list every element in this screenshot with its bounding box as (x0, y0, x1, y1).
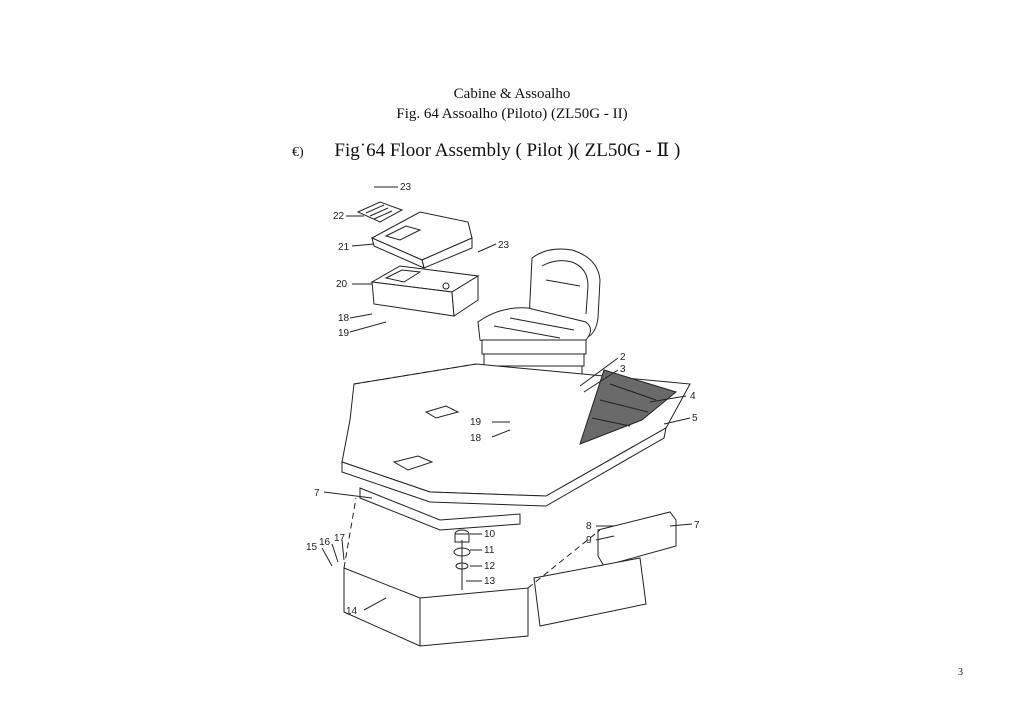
callout-17: 17 (334, 533, 346, 544)
callout-18-console: 18 (338, 313, 350, 324)
callout-2: 2 (620, 352, 626, 363)
subtitle-portuguese: Fig. 64 Assoalho (Piloto) (ZL50G - II) (396, 106, 628, 122)
callout-10: 10 (484, 529, 496, 540)
leader-lines (321, 186, 693, 611)
callout-23-lid: 23 (498, 240, 510, 251)
callout-15: 15 (306, 542, 318, 553)
callout-3: 3 (620, 364, 626, 375)
callout-22: 22 (333, 211, 345, 222)
callout-9: 9 (586, 535, 592, 546)
callout-14: 14 (346, 606, 358, 617)
figure-caption: €) Fig˙64 Floor Assembly ( Pilot )( ZL50… (292, 139, 680, 162)
callout-13: 13 (484, 576, 496, 587)
callout-18-seat: 18 (470, 433, 482, 444)
part-4-floor-mat (579, 369, 678, 445)
title-portuguese: Cabine & Assoalho (453, 86, 571, 102)
callout-8: 8 (586, 521, 592, 532)
callout-5: 5 (692, 413, 698, 424)
part-20-console-box (370, 265, 480, 317)
callout-4: 4 (690, 391, 696, 402)
part-22-cover (356, 201, 404, 223)
callout-16: 16 (319, 537, 331, 548)
callout-19-console: 19 (338, 328, 350, 339)
callout-21: 21 (338, 242, 350, 253)
header: Cabine & Assoalho Fig. 64 Assoalho (Pilo… (0, 84, 1024, 124)
mount-stack (453, 529, 471, 590)
caption-mark: €) (292, 145, 304, 160)
part-14-lower-frame (343, 497, 647, 647)
page-number: 3 (958, 667, 963, 678)
callout-11: 11 (484, 545, 495, 556)
callout-20: 20 (336, 279, 348, 290)
callout-12: 12 (484, 561, 496, 572)
callout-7-right: 7 (694, 520, 700, 531)
callout-7-left: 7 (314, 488, 320, 499)
part-21-console-lid (370, 211, 473, 269)
part-7-side-panels (359, 487, 677, 567)
callout-23-top: 23 (400, 182, 412, 193)
caption-text: Fig˙64 Floor Assembly ( Pilot )( ZL50G -… (334, 140, 681, 161)
callout-19-seat: 19 (470, 417, 482, 428)
